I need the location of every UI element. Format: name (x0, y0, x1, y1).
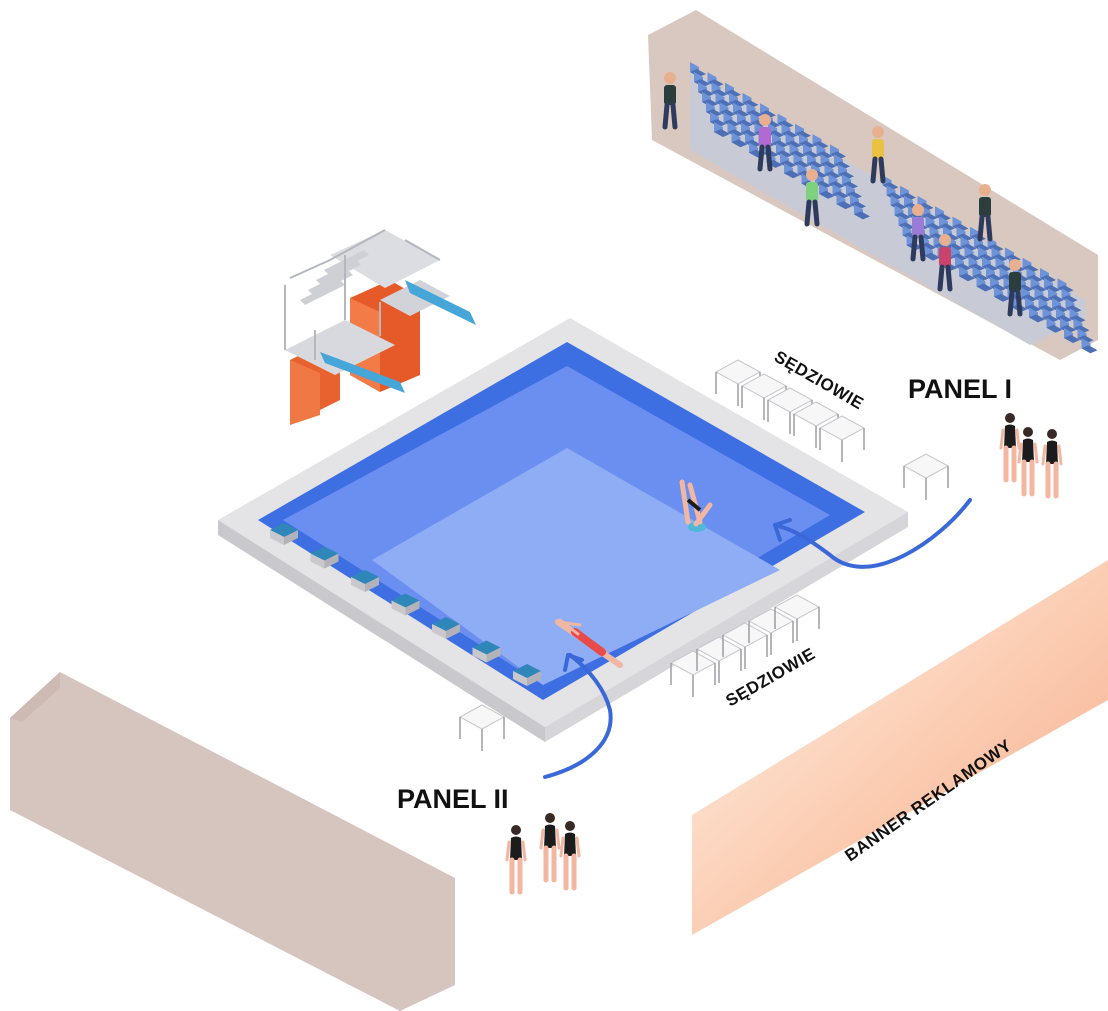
athlete-icon (1017, 427, 1039, 497)
judge-table-icon (902, 453, 950, 500)
athlete-icon (1041, 429, 1063, 499)
diving-platform-icon (284, 229, 476, 425)
panel-2-athletes (505, 813, 581, 895)
judge-table-icon (818, 415, 866, 462)
movement-arrows (543, 498, 972, 779)
starting-block-icon (391, 593, 420, 616)
athlete-icon (559, 821, 581, 891)
athlete-icon (505, 825, 527, 895)
athlete-icon (539, 813, 561, 883)
judge-tables-top (714, 359, 866, 462)
panel-1-athletes (999, 413, 1063, 499)
panel-1-arrowhead (773, 518, 792, 542)
judge-table-icon (773, 594, 821, 641)
spectator-icon (977, 184, 993, 242)
starting-block-icon (351, 570, 379, 592)
swimmer-icon (555, 618, 623, 668)
judge-table-icon (747, 608, 795, 655)
spectator-icon (662, 72, 678, 130)
spectator-icon (757, 114, 773, 172)
left-wall-block (10, 672, 455, 1011)
panel-2-label: PANEL II (397, 784, 509, 814)
spectators (662, 72, 1023, 317)
starting-block-icon (513, 664, 541, 686)
panel-2-arrowhead (563, 653, 584, 672)
panel-1-arrow (773, 498, 972, 569)
panel-2-arrow (543, 653, 613, 779)
spectator-icon (1007, 259, 1023, 317)
judge-table-icon (458, 704, 506, 751)
seat-rows (690, 62, 1098, 354)
judge-table-icon (695, 636, 743, 683)
swimmer-icon (679, 479, 713, 532)
spectator-stand (648, 10, 1098, 360)
spectator-icon (804, 169, 820, 227)
judge-tables-bottom (669, 594, 821, 697)
starting-block-icon (432, 617, 460, 639)
starting-block-icon (270, 523, 298, 545)
swimming-pool (218, 318, 908, 742)
spectator-icon (870, 126, 886, 184)
judge-table-icon (721, 622, 769, 669)
judge-table-icon (902, 453, 950, 500)
athlete-icon (999, 413, 1021, 483)
judge-table-icon (458, 704, 506, 751)
starting-blocks (270, 523, 541, 686)
spectator-icon (937, 234, 953, 292)
starting-block-icon (310, 546, 339, 569)
starting-block-icon (472, 640, 501, 663)
judge-table-icon (669, 650, 717, 697)
panel-1-label: PANEL I (908, 374, 1012, 404)
spectator-icon (910, 204, 926, 262)
advertising-banner (692, 560, 1108, 935)
